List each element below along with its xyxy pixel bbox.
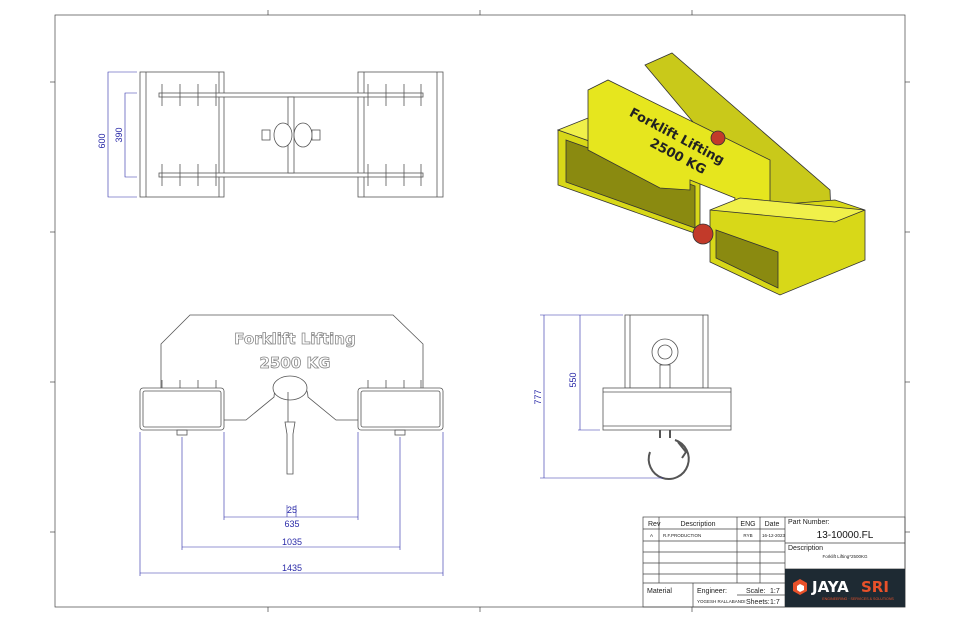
sheets-value: 1:7 <box>770 599 780 606</box>
upper-rail <box>158 92 424 98</box>
material-label: Material <box>647 588 672 595</box>
side-plate <box>624 314 709 389</box>
dim-1435: 1435 <box>282 563 302 573</box>
sheets-label: Sheets: <box>746 599 770 606</box>
front-emboss-line1: Forklift Lifting <box>234 330 355 348</box>
engineer-label: Engineer: <box>697 588 727 595</box>
dim-635: 635 <box>284 519 299 529</box>
logo-word1: JAYA <box>811 578 849 596</box>
scale-value: 1:7 <box>770 588 780 595</box>
description-value: Forklift Lifting*2500KG <box>822 554 868 559</box>
iso-view: Forklift Lifting 2500 KG <box>556 52 866 296</box>
logo-tagline: ENGINEERING · SERVICES & SOLUTIONS <box>822 597 894 601</box>
rev-a: A <box>650 533 653 538</box>
company-logo: JAYA SRI ENGINEERING · SERVICES & SOLUTI… <box>785 569 905 607</box>
dim-600: 600 <box>97 133 107 148</box>
zone-ticks <box>50 10 910 612</box>
part-number: 13-10000.FL <box>817 530 874 541</box>
dim-390: 390 <box>114 127 124 142</box>
dim-550: 550 <box>568 372 578 387</box>
hook-side <box>647 430 690 480</box>
date-header: Date <box>765 521 780 528</box>
logo-word2: SRI <box>861 578 889 596</box>
lower-rail <box>158 172 424 178</box>
stud-bolts <box>161 84 422 186</box>
dim-777: 777 <box>533 389 543 404</box>
shackle-front <box>272 375 308 401</box>
right-fork-pocket <box>357 71 444 198</box>
side-view: 550 777 <box>533 314 732 480</box>
rev-a-date: 16-12-2023 <box>762 533 786 538</box>
dim-25: 25 <box>287 505 297 515</box>
scale-label: Scale: <box>746 588 766 595</box>
right-pocket-section <box>357 387 444 431</box>
rev-a-description: R.F.PRODUCTION <box>663 533 701 538</box>
front-view: Forklift Lifting 2500 KG 25 635 1035 143… <box>139 314 444 576</box>
hook-front <box>284 392 296 475</box>
front-emboss-line2: 2500 KG <box>260 354 331 372</box>
title-block: Rev Description ENG Date A R.F.PRODUCTIO… <box>642 516 906 608</box>
side-pocket <box>602 387 732 431</box>
top-view: 600 390 <box>97 71 444 198</box>
rev-header: Rev <box>648 521 661 528</box>
shackle-top <box>261 122 321 148</box>
dim-1035: 1035 <box>282 537 302 547</box>
engineer-name: YOGESH RALLABANDI <box>697 599 746 604</box>
part-number-label: Part Number: <box>788 519 830 526</box>
description-label: Description <box>788 545 823 552</box>
rev-a-eng: RYB <box>743 533 752 538</box>
left-pocket-section <box>139 387 225 431</box>
eng-header: ENG <box>740 521 755 528</box>
description-header: Description <box>680 521 715 528</box>
left-fork-pocket <box>139 71 225 198</box>
